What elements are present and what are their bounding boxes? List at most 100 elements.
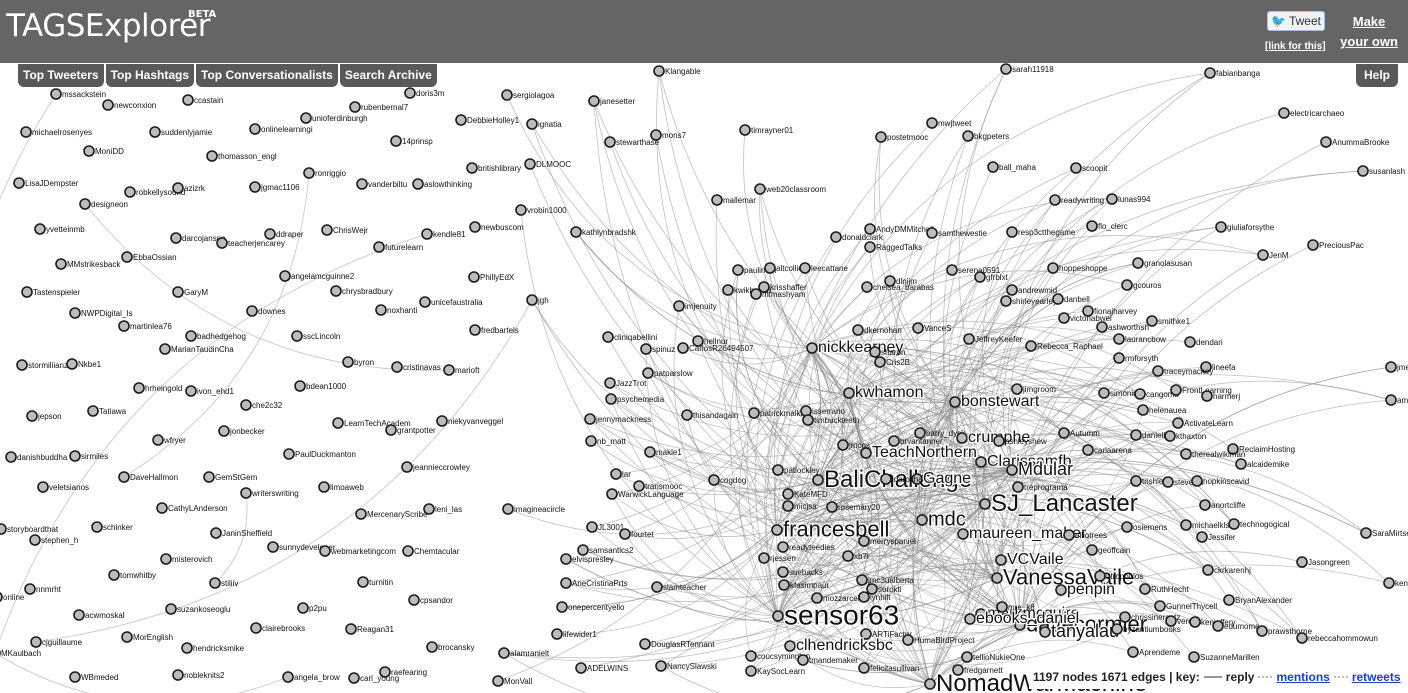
graph-node[interactable]: fionajharvey [1082, 305, 1137, 317]
graph-node[interactable]: MarianTaudinCha [159, 343, 234, 355]
graph-node[interactable]: WarwickLanguage [606, 488, 684, 500]
graph-node[interactable]: stephen_h [29, 534, 78, 546]
graph-node[interactable]: danielly [1130, 429, 1169, 441]
graph-node[interactable]: Chemtacular [402, 545, 460, 557]
tab-top-tweeters[interactable]: Top Tweeters [18, 64, 104, 87]
graph-node[interactable]: felicitasullivan [858, 662, 919, 674]
graph-node[interactable]: badhedgehog [185, 330, 246, 342]
graph-node[interactable]: SJ_Lancaster [979, 489, 1139, 518]
graph-node[interactable]: clairebrooks [250, 622, 305, 634]
graph-node[interactable]: PaulDuckmanton [283, 448, 356, 460]
graph-node[interactable]: robkellysound [124, 186, 185, 198]
graph-node[interactable]: angelamcguinne2 [279, 270, 355, 282]
graph-node[interactable]: ccastain [182, 94, 223, 106]
graph-node[interactable]: bkgpeters [962, 130, 1009, 142]
graph-node[interactable]: VanceS [912, 322, 951, 334]
graph-node[interactable]: bonstewart [949, 392, 1041, 411]
graph-node[interactable]: danbell [1052, 293, 1090, 305]
graph-node[interactable]: electricarchaeo [1278, 107, 1345, 119]
graph-node[interactable]: altcollie [764, 262, 803, 274]
graph-node[interactable]: carlaarena [1082, 444, 1132, 456]
graph-node[interactable]: DebbieHolley1 [455, 114, 520, 126]
graph-node[interactable]: tanyalau [1039, 620, 1120, 642]
graph-node[interactable]: spinuz [640, 343, 675, 355]
graph-node[interactable]: sscLincoln [291, 330, 340, 342]
graph-node[interactable]: smithke1 [1146, 315, 1191, 327]
graph-node[interactable]: nickkearney [806, 338, 905, 357]
graph-node[interactable]: SuzanneMarillen [1188, 651, 1260, 663]
graph-node[interactable]: slamteacher [651, 581, 707, 593]
graph-node[interactable]: Klangable [653, 65, 701, 77]
graph-node[interactable]: makle1 [644, 446, 682, 458]
graph-node[interactable]: cangomb [1134, 388, 1179, 400]
graph-node[interactable]: flo_clerc [1086, 220, 1128, 232]
graph-node[interactable]: KateMFD [782, 488, 828, 500]
graph-node[interactable]: jeannieccrowley [401, 461, 470, 473]
graph-node[interactable]: lunas994 [1106, 193, 1151, 205]
graph-node[interactable]: yvetteinmb [34, 223, 85, 235]
graph-node[interactable]: jgmac1106 [249, 181, 300, 193]
graph-node[interactable]: kthaxton [1164, 430, 1206, 442]
graph-node[interactable]: JazzTrot [604, 377, 647, 389]
graph-node[interactable]: rebeccahommowun [1296, 632, 1378, 644]
graph-node[interactable]: technogogical [1228, 518, 1290, 530]
graph-node[interactable]: jimgroom [1011, 383, 1056, 395]
graph-node[interactable]: unioferdinburgh [300, 112, 368, 124]
graph-node[interactable]: postetmooc [875, 131, 928, 143]
graph-node[interactable]: clhendricksbc [784, 636, 894, 655]
graph-node[interactable]: alamranielt [498, 647, 550, 659]
graph-node[interactable]: TeachNorthern [860, 443, 978, 462]
graph-node[interactable]: JenM [1257, 249, 1289, 261]
graph-node[interactable]: ActivateLearn [1172, 417, 1233, 429]
graph-node[interactable]: osiemens [1121, 521, 1167, 533]
graph-node[interactable]: rmforsyth [1113, 352, 1158, 364]
graph-node[interactable]: victoriabwel [1058, 312, 1112, 324]
graph-node[interactable]: susanlash [1357, 165, 1405, 177]
graph-node[interactable]: PhillyEdX [468, 271, 515, 283]
graph-node[interactable]: CarlosR26494507 [677, 342, 754, 354]
graph-node[interactable]: GaryM [172, 286, 208, 298]
graph-node[interactable]: wfryer [152, 434, 186, 446]
graph-node[interactable]: sirmiles [69, 450, 108, 462]
graph-node[interactable]: mdc [916, 507, 967, 532]
graph-node[interactable]: brocansky [426, 641, 474, 653]
graph-node[interactable]: RaggedTalks [864, 241, 922, 253]
graph-node[interactable]: geoffcain [1086, 544, 1130, 556]
graph-node[interactable]: carl_young [348, 672, 399, 684]
graph-node[interactable]: VanessaVaile [991, 563, 1136, 591]
graph-node[interactable]: vanderbiltu [356, 178, 407, 190]
graph-node[interactable]: Jasongreen [1296, 556, 1350, 568]
graph-node[interactable]: online [0, 592, 25, 602]
graph-node[interactable]: schinker [91, 521, 133, 533]
graph-node[interactable]: niekyvanveggel [436, 415, 503, 427]
tab-top-hashtags[interactable]: Top Hashtags [105, 64, 195, 87]
graph-node[interactable]: mfmashyam [750, 288, 806, 300]
graph-node[interactable]: coucsymington [745, 650, 810, 662]
graph-node[interactable]: danishbuddha [5, 451, 68, 463]
graph-node[interactable]: cogdog [708, 474, 746, 486]
graph-node[interactable]: futurelearn [373, 241, 423, 253]
graph-node[interactable]: 14prinsp [390, 135, 433, 147]
graph-node[interactable]: EbbaOssian [121, 251, 177, 263]
graph-node[interactable]: JaninSheffield [210, 527, 272, 539]
graph-node[interactable]: traceymackey [1152, 365, 1213, 377]
graph-node[interactable]: ball_maha [987, 161, 1036, 173]
graph-node[interactable]: granolasusan [1132, 257, 1192, 269]
graph-node[interactable]: kwhamon [843, 383, 925, 402]
graph-node[interactable]: lynhilt [858, 591, 891, 603]
tweet-button[interactable]: 🐦 Tweet [1267, 11, 1325, 31]
graph-node[interactable]: krisshaffer [758, 281, 807, 293]
graph-node[interactable]: stevewh [1162, 476, 1203, 488]
graph-node[interactable]: serena0591 [946, 264, 1001, 276]
graph-node[interactable]: mssackstein [50, 88, 106, 100]
graph-node[interactable]: ADELWINS [575, 662, 628, 674]
graph-node[interactable]: suddenlyjamie [149, 126, 213, 138]
graph-node[interactable]: byron [342, 356, 374, 368]
graph-node[interactable]: storyboardthat [0, 523, 59, 535]
graph-node[interactable]: kfasimpaur [778, 579, 829, 591]
graph-node[interactable]: mwjtweet [926, 117, 972, 129]
graph-node[interactable]: gfrblxt [974, 271, 1009, 283]
graph-node[interactable]: hrheingold [133, 382, 182, 394]
graph-node[interactable]: aslowthinking [412, 178, 472, 190]
graph-node[interactable]: tmandemaker [797, 654, 858, 666]
